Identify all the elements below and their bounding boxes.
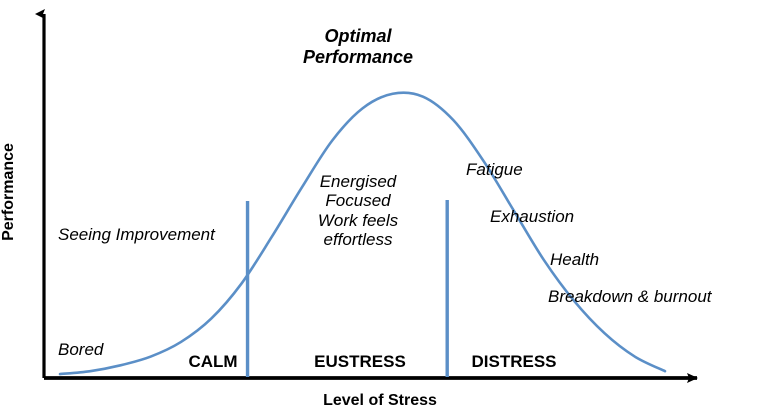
y-axis-title: Performance xyxy=(0,143,17,241)
annotation-work-feels: Work feels xyxy=(317,210,399,230)
annotation-exhaustion: Exhaustion xyxy=(490,207,575,226)
x-axis-title: Level of Stress xyxy=(323,392,437,409)
annotation-focused: Focused xyxy=(325,191,391,211)
chart-title-line-1: Optimal xyxy=(324,26,392,46)
zone-label-calm: CALM xyxy=(188,352,238,371)
annotation-breakdown-burnout: Breakdown & burnout xyxy=(548,287,712,306)
annotation-effortless: effortless xyxy=(323,230,393,250)
annotation-energised: Energised xyxy=(319,172,397,191)
chart-title-line-2: Performance xyxy=(302,46,414,67)
annotation-eustress-block: Energised Focused Work feels effortless xyxy=(318,172,398,250)
annotation-fatigue: Fatigue xyxy=(466,160,523,179)
chart-title: Optimal Performance xyxy=(303,26,413,67)
zone-label-eustress: EUSTRESS xyxy=(314,352,406,371)
annotation-seeing-improvement: Seeing Improvement xyxy=(58,225,215,244)
zone-label-distress: DISTRESS xyxy=(471,352,557,371)
performance-curve xyxy=(58,91,667,376)
annotation-health: Health xyxy=(550,250,600,269)
annotation-bored: Bored xyxy=(58,340,104,359)
